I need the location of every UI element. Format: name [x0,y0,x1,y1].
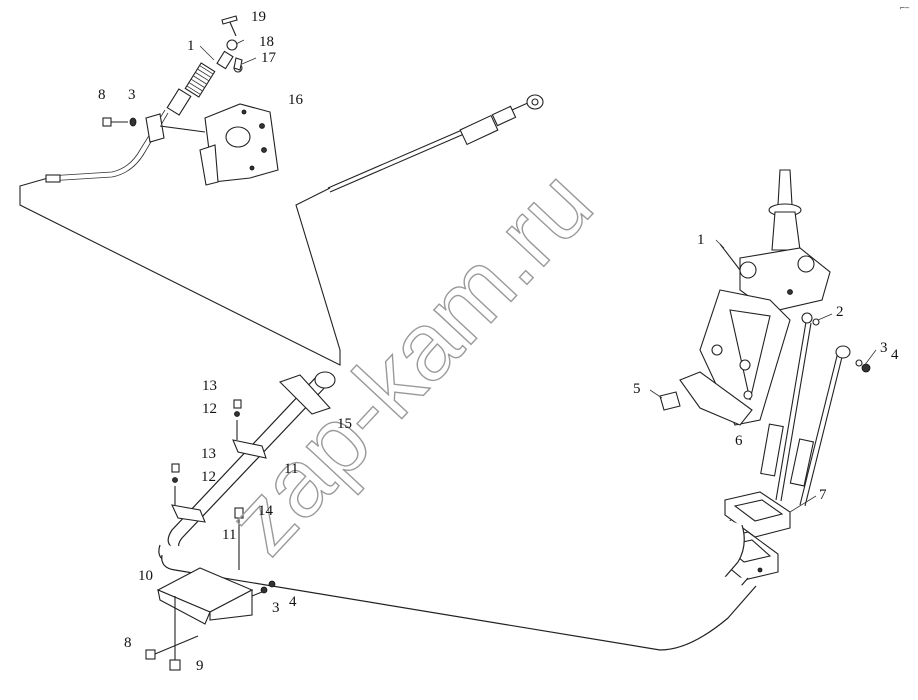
leader-lines [199,39,877,513]
eye-cable-end [327,94,544,193]
cable-path [19,177,341,366]
callout-13-top: 13 [202,378,217,394]
callout-12-top: 12 [202,401,217,417]
callout-1-top: 1 [187,38,195,54]
callout-16: 16 [288,92,304,108]
callout-11-low: 11 [222,527,236,543]
callout-9: 9 [196,658,204,674]
callout-3-top: 3 [128,87,136,103]
callout-labels: 19 1 18 17 8 3 16 1 2 3 4 5 6 7 13 12 15… [98,9,899,674]
callout-19: 19 [251,9,266,25]
bracket-10 [145,567,276,671]
callout-4-right: 4 [891,347,899,363]
callout-18: 18 [259,34,274,50]
callout-1-right: 1 [697,232,705,248]
callout-4-low: 4 [289,594,297,610]
callout-5: 5 [633,381,641,397]
corner-mark: ⌐– [900,3,910,12]
upper-cable-end [45,15,243,183]
bracket-16 [199,103,279,186]
callout-10: 10 [138,568,153,584]
callout-12-mid: 12 [201,469,216,485]
callout-14: 14 [258,503,274,519]
callout-3-low: 3 [272,600,280,616]
callout-8-low: 8 [124,635,132,651]
callout-3-right: 3 [880,340,888,356]
shift-tubes [158,371,757,651]
shift-lever-assembly [659,169,871,507]
callout-11-mid: 11 [284,461,298,477]
callout-17: 17 [261,50,277,66]
callout-8-top: 8 [98,87,106,103]
callout-7: 7 [819,487,827,503]
callout-6: 6 [735,433,743,449]
hardware-stack [171,399,244,570]
callout-13-mid: 13 [201,446,216,462]
callout-2: 2 [836,304,844,320]
callout-15: 15 [337,416,352,432]
